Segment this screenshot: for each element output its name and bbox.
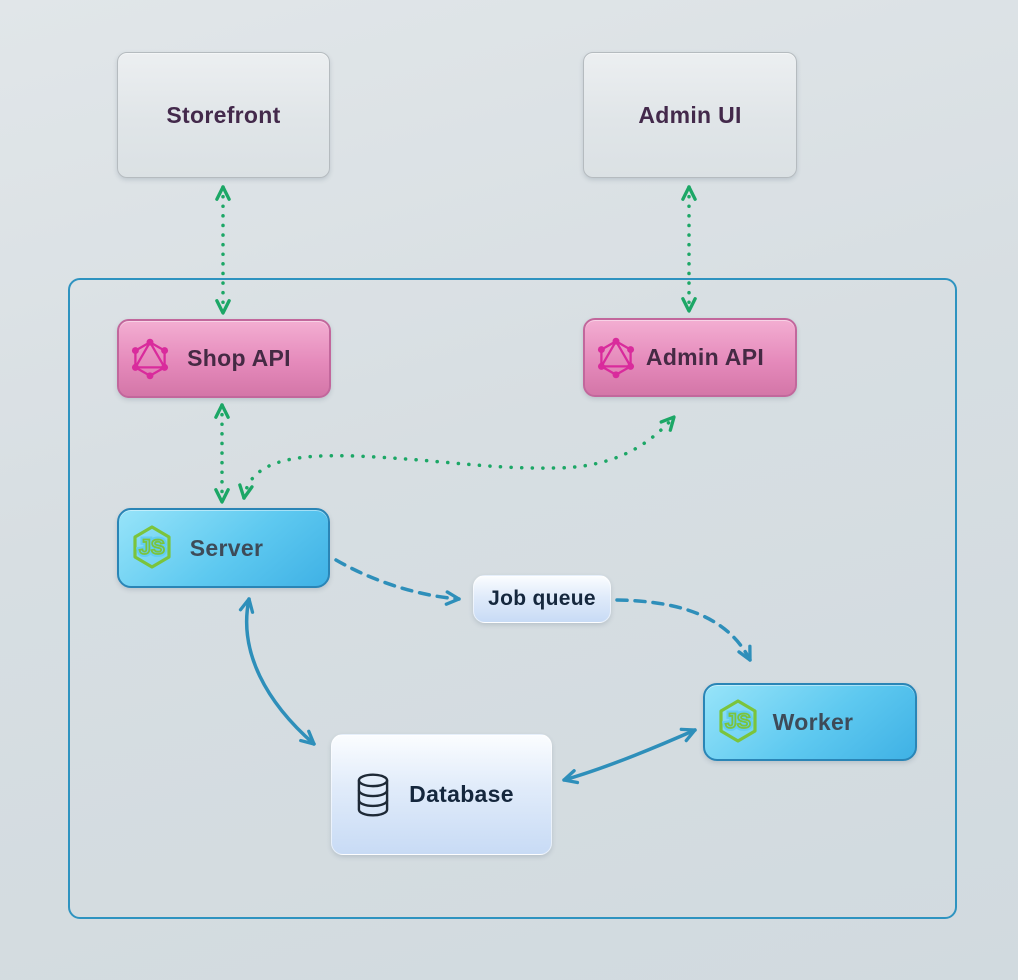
storefront-label: Storefront: [166, 101, 281, 128]
node-admin-api: Admin API: [583, 318, 797, 397]
backend-boundary-box: [68, 278, 957, 919]
nodejs-icon: JS JS: [129, 524, 175, 572]
svg-text:JS: JS: [139, 536, 165, 559]
job-queue-label: Job queue: [488, 587, 596, 610]
node-job-queue: Job queue: [473, 575, 611, 623]
worker-label: Worker: [772, 708, 854, 735]
database-label: Database: [409, 781, 514, 807]
server-label: Server: [189, 534, 264, 561]
node-shop-api: Shop API: [117, 319, 331, 398]
node-storefront: Storefront: [117, 52, 330, 178]
node-admin-ui: Admin UI: [583, 52, 797, 178]
graphql-icon: [595, 337, 637, 379]
admin-api-label: Admin API: [645, 344, 765, 370]
admin-ui-label: Admin UI: [638, 101, 742, 128]
database-icon: [352, 771, 394, 819]
nodejs-icon: JS JS: [715, 698, 761, 746]
node-worker: JS JS Worker: [703, 683, 917, 761]
svg-text:JS: JS: [725, 710, 751, 733]
node-database: Database: [331, 734, 552, 855]
svg-text:JS: JS: [139, 536, 165, 559]
svg-text:JS: JS: [725, 710, 751, 733]
graphql-icon: [129, 338, 171, 380]
shop-api-label: Shop API: [187, 345, 291, 371]
node-server: JS JS Server: [117, 508, 330, 588]
